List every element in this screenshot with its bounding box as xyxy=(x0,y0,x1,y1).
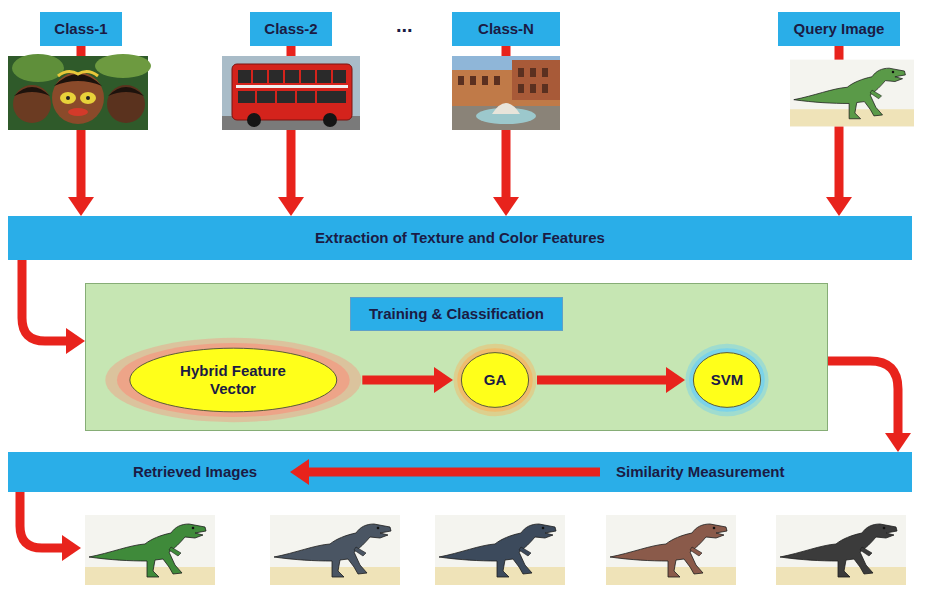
bus-windows xyxy=(238,70,346,83)
class-label: Class-2 xyxy=(250,12,332,46)
arrow-line xyxy=(828,361,898,435)
retrieved-dinosaur xyxy=(85,515,215,585)
class-label: Class-1 xyxy=(40,12,122,46)
node-text: Retrieved Images xyxy=(133,463,257,481)
band-text: Similarity Measurement xyxy=(600,452,912,492)
ellipsis: ... xyxy=(396,14,413,37)
bus-body xyxy=(232,64,352,120)
fountain-statue xyxy=(492,103,520,114)
ellipse-body xyxy=(461,353,528,408)
ellipse-glow xyxy=(117,343,350,417)
hair xyxy=(54,74,102,86)
arrow-head xyxy=(826,197,852,216)
headdress xyxy=(58,71,98,76)
node-text: Class-1 xyxy=(54,20,107,38)
photo-ground xyxy=(222,56,360,130)
wheel xyxy=(323,113,337,127)
svm-ellipse: SVM xyxy=(685,343,769,417)
face xyxy=(13,85,51,123)
building-photo xyxy=(452,56,560,130)
bus-photo xyxy=(222,56,360,130)
arrow-head xyxy=(885,433,911,452)
flow-arrow xyxy=(362,367,453,393)
band-text: Retrieved Images xyxy=(100,452,290,492)
arrow-head xyxy=(278,197,304,216)
ellipse-body xyxy=(130,348,337,412)
face-paint xyxy=(60,92,76,104)
ellipse-glow xyxy=(689,348,765,412)
bottom-band xyxy=(8,452,912,492)
foliage xyxy=(12,54,64,82)
people-photo xyxy=(8,54,151,130)
flow-arrow xyxy=(22,260,85,354)
retrieved-dinosaur xyxy=(270,515,400,585)
output-arrow-head xyxy=(62,535,81,561)
output-arrow xyxy=(20,492,81,561)
ga-ellipse: GA xyxy=(453,343,537,417)
hair xyxy=(14,87,50,96)
face xyxy=(52,72,104,124)
node-text: Class-2 xyxy=(264,20,317,38)
building xyxy=(452,56,560,130)
face-paint xyxy=(68,108,88,116)
node-text: GA xyxy=(484,371,507,389)
node-text: Query Image xyxy=(794,20,885,38)
arrow-head xyxy=(290,459,309,485)
arrow-head xyxy=(666,367,685,393)
arrow-head xyxy=(434,367,453,393)
process-band: Extraction of Texture and Color Features xyxy=(8,216,912,260)
panel-fill xyxy=(85,283,828,431)
eye xyxy=(66,96,70,100)
retrieved-dinosaur xyxy=(435,515,565,585)
arrow-line xyxy=(537,376,668,385)
flow-arrow xyxy=(537,367,685,393)
retrieved-dinosaur xyxy=(606,515,736,585)
arrow-head xyxy=(493,197,519,216)
windows xyxy=(458,68,548,93)
flow-arrow xyxy=(290,459,600,485)
ellipse-glow xyxy=(685,344,768,417)
arrow-head xyxy=(66,328,85,354)
face xyxy=(107,85,145,123)
flow-arrow xyxy=(828,361,911,452)
output-arrow-line xyxy=(20,492,64,548)
arrow-line xyxy=(362,376,436,385)
class-label: Class-N xyxy=(452,12,560,46)
wheel xyxy=(247,113,261,127)
panel-heading: Training & Classification xyxy=(350,297,563,331)
feature-ellipse: Hybrid Feature Vector xyxy=(104,337,363,423)
foliage xyxy=(95,54,151,78)
node-text: SVM xyxy=(711,371,744,389)
arrow-head xyxy=(68,197,94,216)
node-text: Extraction of Texture and Color Features xyxy=(315,229,605,247)
building xyxy=(512,60,560,100)
arrow-line xyxy=(22,260,68,341)
arrow-line xyxy=(307,468,600,477)
node-text: Class-N xyxy=(478,20,534,38)
ellipse-glow xyxy=(105,338,361,422)
bus-stripe xyxy=(236,85,348,88)
hair xyxy=(108,87,144,96)
face-paint xyxy=(80,92,96,104)
eye xyxy=(86,96,90,100)
node-text: Similarity Measurement xyxy=(616,463,784,481)
retrieved-dinosaur xyxy=(776,515,906,585)
ellipse-body xyxy=(693,353,760,408)
ellipse-glow xyxy=(453,344,536,417)
ellipse-glow xyxy=(457,348,533,412)
query-dinosaur xyxy=(790,60,914,127)
training-panel: Training & ClassificationHybrid Feature … xyxy=(85,283,828,431)
query-label: Query Image xyxy=(778,12,900,46)
bus-windows xyxy=(238,91,346,103)
node-text: Hybrid Feature Vector xyxy=(158,362,308,398)
